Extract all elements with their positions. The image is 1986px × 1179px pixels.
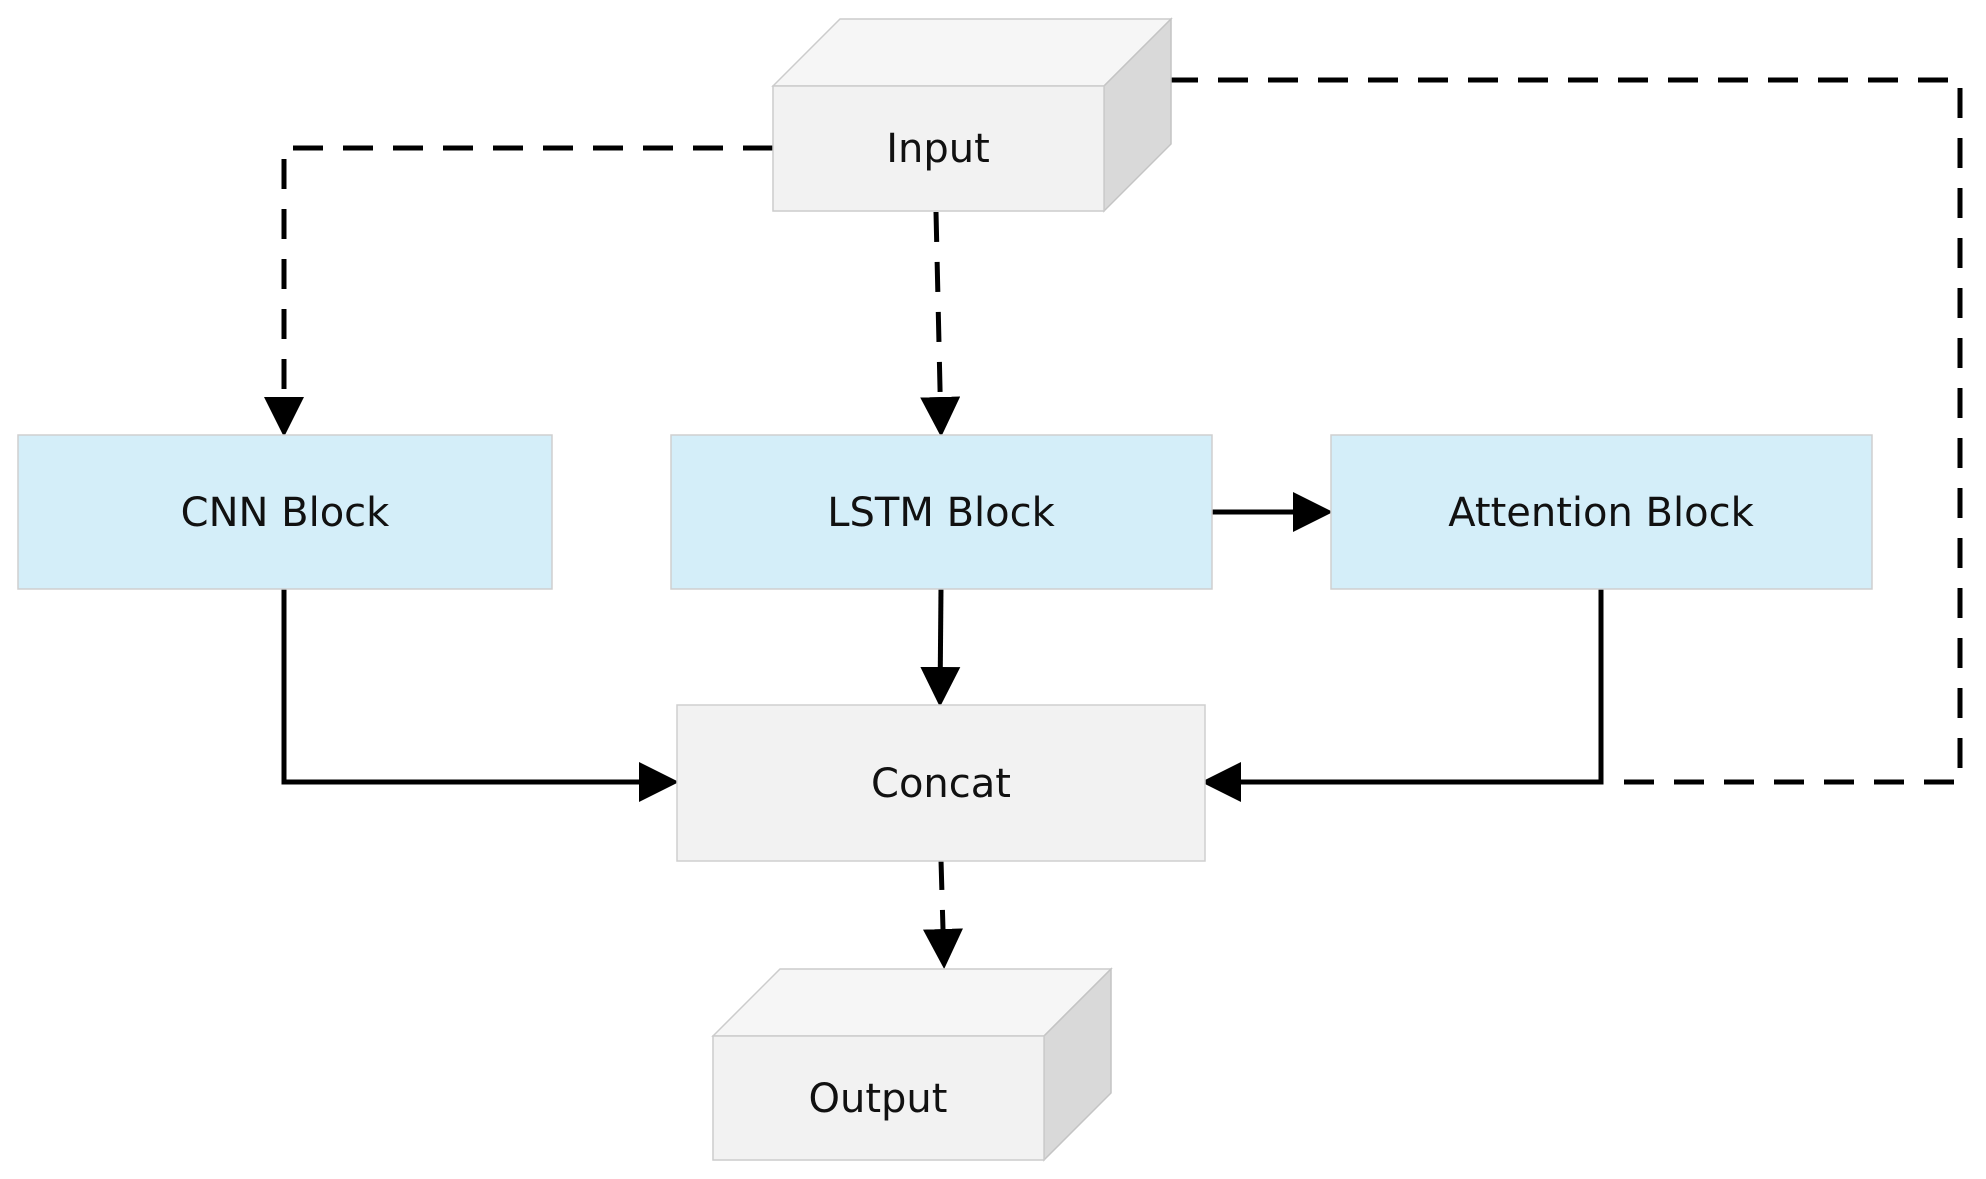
- edge-input-to-concat: [1168, 77, 1963, 785]
- edge-input-to-lstm: [920, 211, 961, 437]
- output-node: Output: [711, 967, 1113, 1162]
- cnn-block-box: [17, 434, 553, 590]
- cnn-block-label: CNN Block: [181, 490, 391, 536]
- edge-input-to-cnn: [264, 145, 773, 437]
- output-cube-top: [711, 968, 1113, 1037]
- edge-attention-to-concat: [1201, 588, 1604, 802]
- output-label: Output: [809, 1076, 948, 1122]
- input-cube-top: [771, 18, 1173, 87]
- attention-block-node: Attention Block: [1330, 434, 1873, 590]
- edges: [264, 77, 1963, 969]
- edge-concat-to-output: [922, 859, 963, 969]
- lstm-block-box: [670, 434, 1213, 590]
- input-node: Input: [771, 17, 1173, 213]
- lstm-block-node: LSTM Block: [670, 434, 1213, 590]
- edge-lstm-to-concat: [920, 587, 961, 707]
- lstm-block-label: LSTM Block: [827, 490, 1055, 536]
- cnn-block-node: CNN Block: [17, 434, 553, 590]
- edge-cnn-to-concat: [281, 588, 679, 802]
- input-label: Input: [886, 126, 990, 172]
- input-cube-front: [772, 85, 1105, 212]
- output-cube-front: [712, 1035, 1045, 1161]
- concat-node: Concat: [676, 704, 1206, 862]
- attention-block-box: [1330, 434, 1873, 590]
- concat-box: [676, 704, 1206, 862]
- concat-label: Concat: [871, 761, 1011, 807]
- attention-block-label: Attention Block: [1448, 490, 1754, 536]
